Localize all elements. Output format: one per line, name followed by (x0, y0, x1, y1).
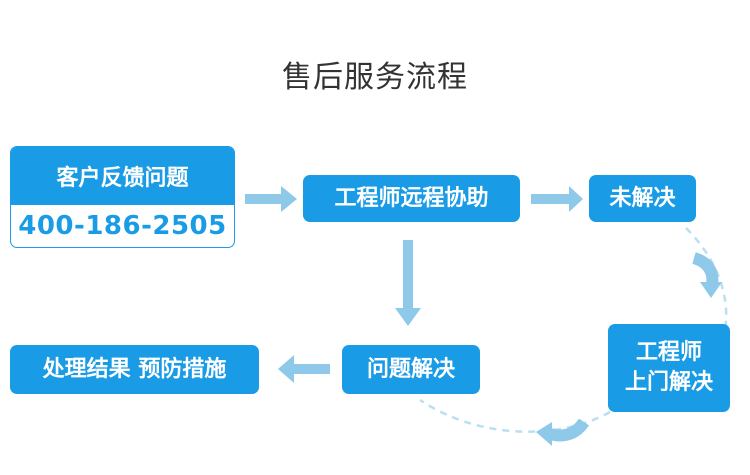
result-prevention-label: 处理结果 预防措施 (42, 356, 227, 382)
problem-solved-box: 问题解决 (342, 345, 480, 394)
page-title: 售后服务流程 (282, 60, 468, 95)
remote-assist-label: 工程师远程协助 (334, 185, 489, 211)
arrow-remote-to-unsolved (531, 186, 583, 212)
arrow-feedback-to-remote (245, 186, 297, 212)
customer-feedback-label: 客户反馈问题 (11, 147, 234, 205)
problem-solved-label: 问题解决 (366, 356, 455, 382)
dashed-loop-path-lower (419, 398, 611, 433)
onsite-label-line1: 工程师 (635, 340, 702, 366)
onsite-service-box: 工程师 上门解决 (608, 324, 730, 412)
remote-assist-box: 工程师远程协助 (303, 175, 520, 222)
customer-feedback-card: 客户反馈问题 400-186-2505 (10, 146, 235, 248)
unsolved-label: 未解决 (609, 185, 676, 211)
curved-arrow-down (691, 252, 722, 298)
curved-arrow-left (536, 418, 589, 446)
unsolved-box: 未解决 (589, 175, 696, 222)
service-phone-number: 400-186-2505 (18, 211, 227, 241)
arrow-remote-to-solved (395, 240, 421, 326)
onsite-label-line2: 上门解决 (624, 370, 713, 395)
arrow-solved-to-result (278, 355, 330, 383)
dashed-loop-path (685, 227, 728, 331)
result-prevention-box: 处理结果 预防措施 (10, 345, 259, 394)
